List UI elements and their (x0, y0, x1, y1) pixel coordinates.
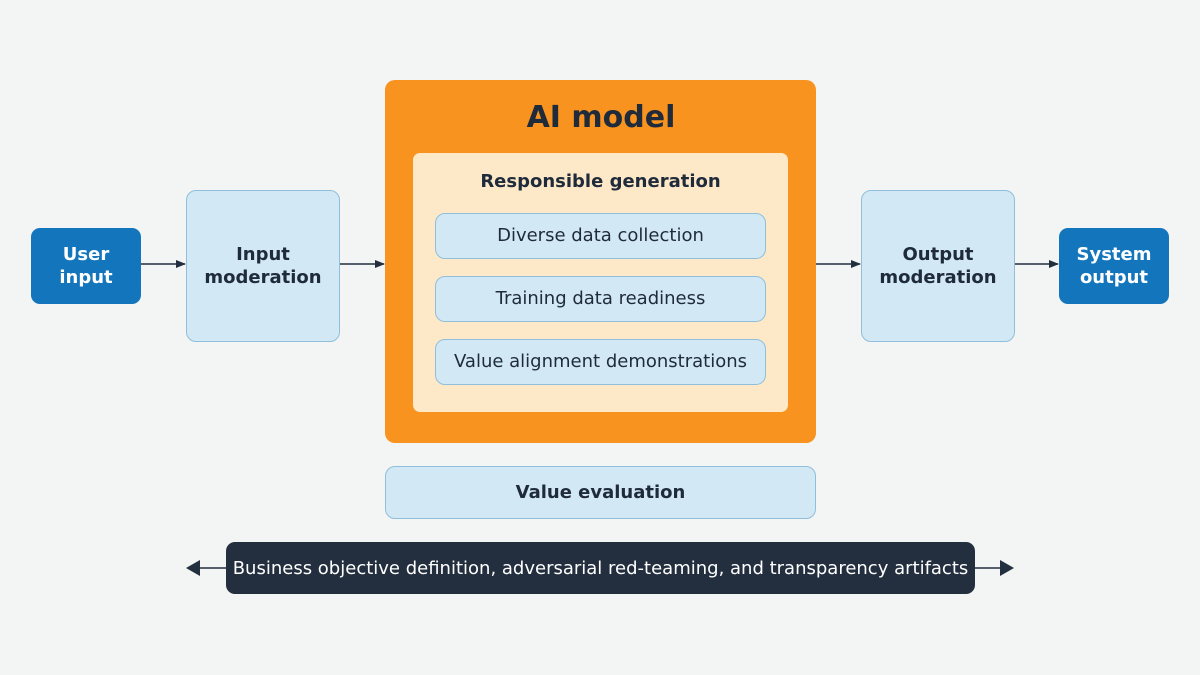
governance-banner: Business objective definition, adversari… (226, 542, 975, 594)
value-evaluation-node: Value evaluation (385, 466, 816, 519)
system-output-node: System output (1059, 228, 1169, 304)
banner-arrowhead-right (1000, 560, 1014, 576)
value-alignment-demonstrations-item: Value alignment demonstrations (435, 339, 766, 385)
output-moderation-node: Output moderation (861, 190, 1015, 342)
training-data-readiness-item: Training data readiness (435, 276, 766, 322)
ai-model-title: AI model (526, 100, 676, 135)
input-moderation-node: Input moderation (186, 190, 340, 342)
user-input-node: User input (31, 228, 141, 304)
diverse-data-collection-item: Diverse data collection (435, 213, 766, 259)
banner-arrowhead-left (186, 560, 200, 576)
responsible-generation-title: Responsible generation (480, 171, 721, 192)
